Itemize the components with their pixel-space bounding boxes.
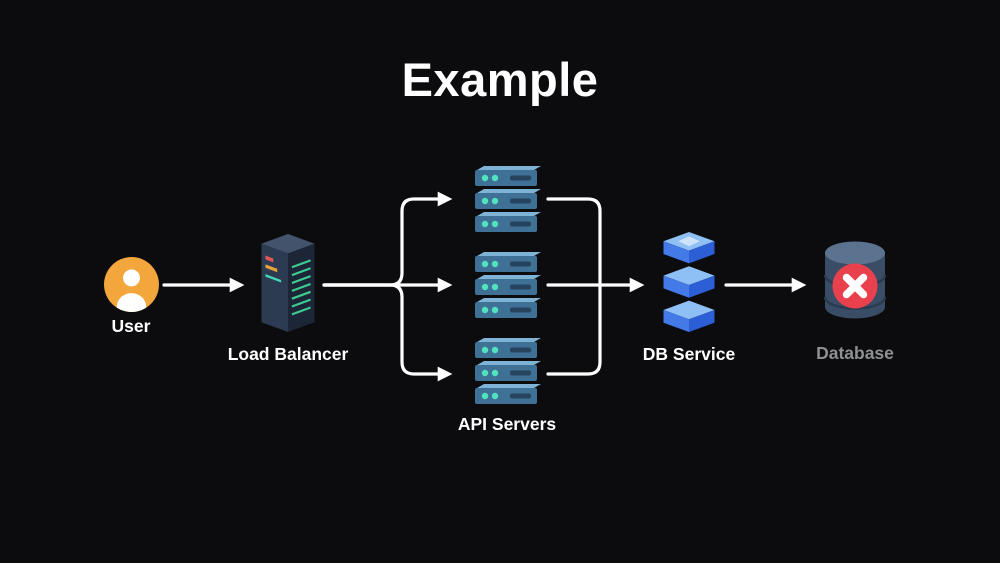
- server-icon: [472, 252, 542, 318]
- server-icon: [472, 338, 542, 404]
- user-icon: [103, 257, 159, 312]
- load-balancer-label: Load Balancer: [227, 344, 349, 364]
- db-service-label: DB Service: [642, 344, 736, 364]
- database-label: Database: [816, 343, 894, 363]
- diagram-title: Example: [401, 53, 599, 106]
- load-balancer-icon: [261, 233, 315, 333]
- server-icon: [472, 166, 542, 232]
- node-database: Database: [785, 239, 925, 364]
- node-user: User: [81, 256, 181, 337]
- node-db-service: DB Service: [619, 230, 759, 365]
- node-load-balancer: Load Balancer: [213, 230, 363, 365]
- database-error-icon: [823, 241, 887, 319]
- user-label: User: [111, 316, 151, 336]
- db-service-icon: [663, 231, 715, 333]
- node-api-servers: API Servers: [437, 166, 577, 435]
- api-servers-label: API Servers: [457, 414, 557, 434]
